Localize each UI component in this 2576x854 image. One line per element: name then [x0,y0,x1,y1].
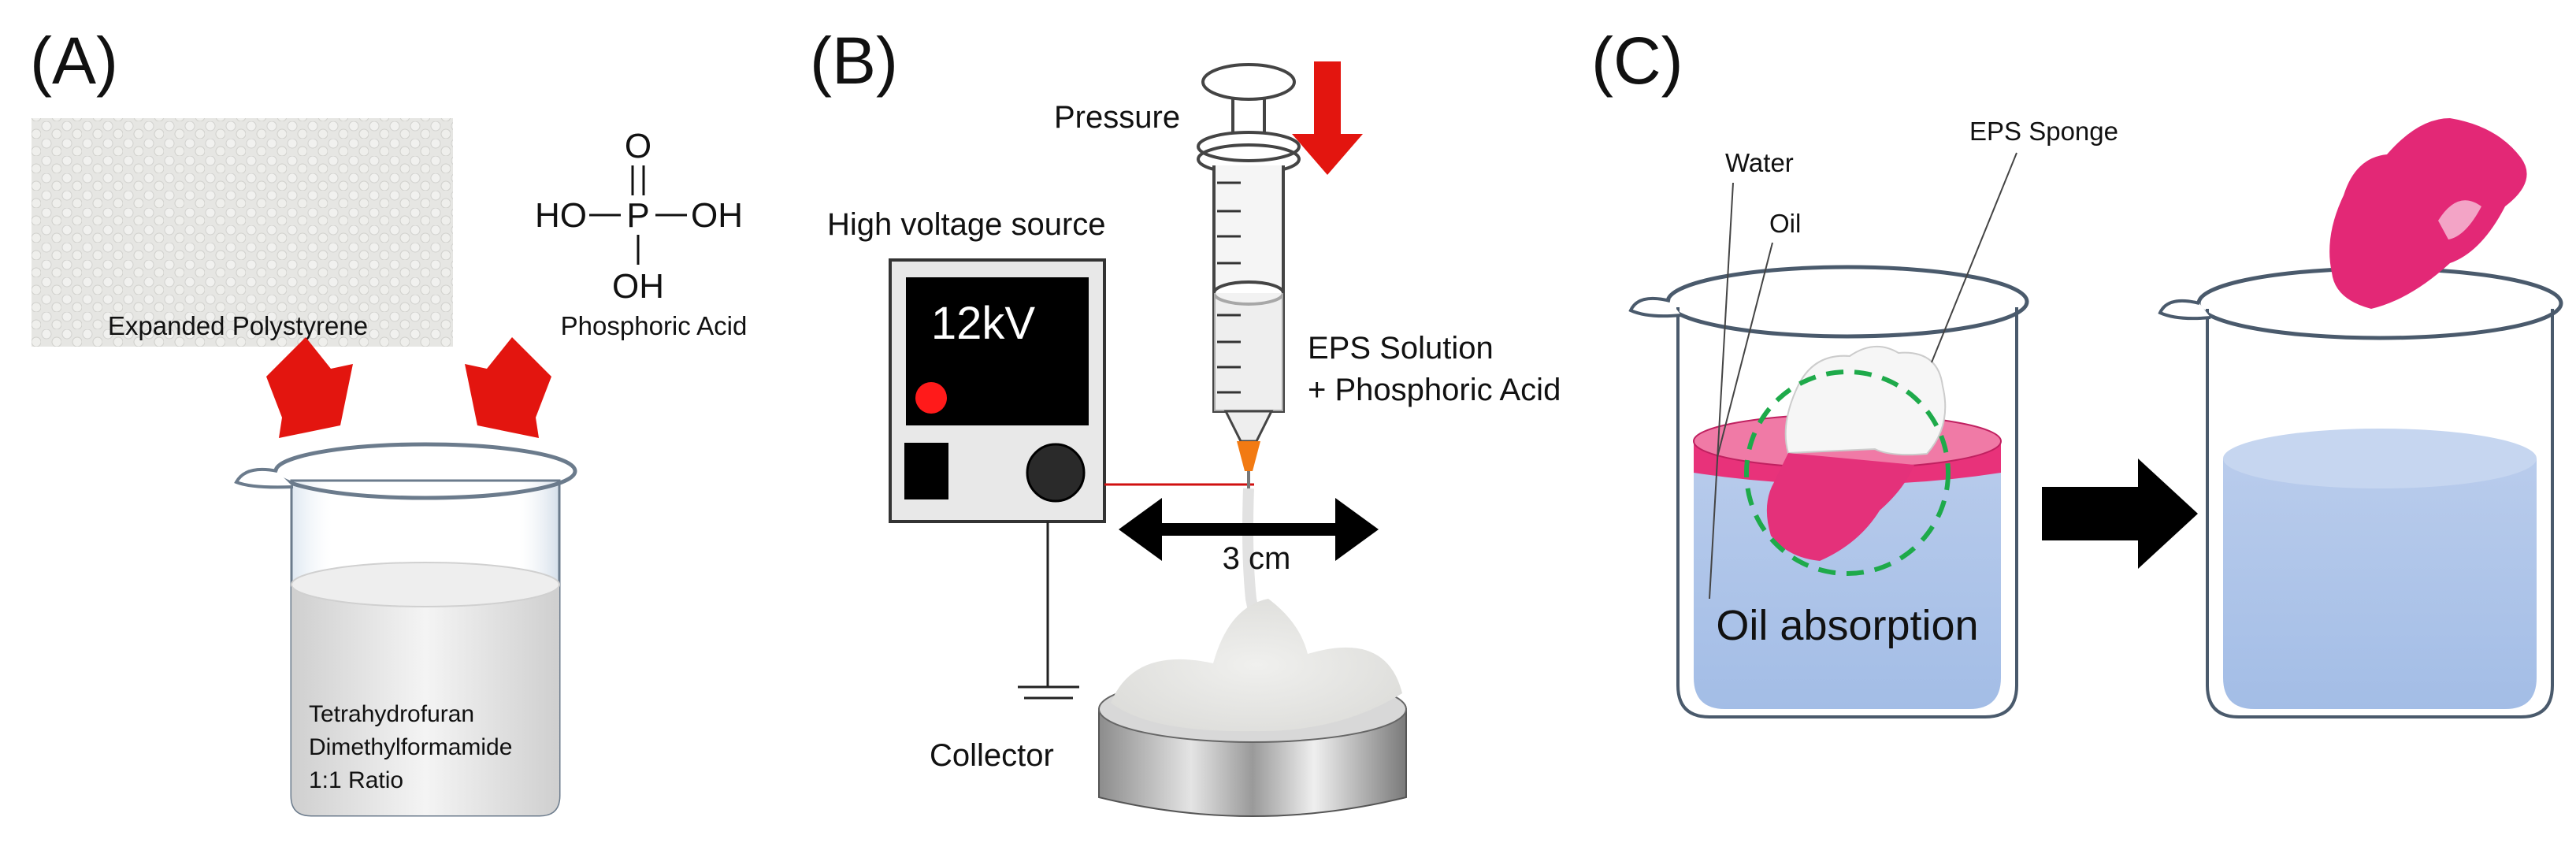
beaker-spout [234,467,294,489]
beaker-c1: Oil absorption [1628,152,2029,718]
liquid-surface [291,562,560,607]
formula-bottom-oh: OH [612,267,664,306]
pressure-label: Pressure [1054,100,1180,135]
arrow-right-icon [1335,498,1379,561]
panel-c: (C) Water Oil EPS Sponge Oil absorption [1591,24,2563,718]
phosphoric-acid-structure: O HO P OH OH [535,127,743,306]
acid-label: Phosphoric Acid [561,311,748,340]
syringe [1197,63,1301,488]
panel-b-label: (B) [810,24,898,98]
panel-c-label: (C) [1591,24,1683,98]
solution-label-1: EPS Solution [1308,331,1494,366]
indicator-light-icon [915,382,947,414]
process-arrow-icon [2042,459,2198,569]
solvent-line-3: 1:1 Ratio [309,767,403,793]
sponge-label: EPS Sponge [1969,117,2118,146]
beaker-glass [1676,307,2018,718]
pressure-arrow-icon [1292,61,1363,175]
solution-label-2: + Phosphoric Acid [1308,373,1561,407]
collector [1098,599,1407,817]
process-label: Oil absorption [1716,602,1978,649]
hv-knob-icon[interactable] [1026,443,1086,503]
fiber-mat [1111,599,1402,732]
water-surface [2223,429,2537,488]
panel-b: (B) Pressure High voltage source 12kV [810,24,1561,817]
water-label: Water [1725,148,1794,177]
eps-label: Expanded Polystyrene [108,311,368,340]
oil-soaked-sponge [2329,118,2527,309]
eps-solution [1214,293,1283,411]
syringe-tip [1223,410,1274,443]
distance-label: 3 cm [1223,541,1291,576]
red-arrow-icon [266,337,353,438]
solvent-line-1: Tetrahydrofuran [309,701,474,727]
panel-a-label: (A) [30,24,118,98]
oil-leader-line [1717,242,1773,458]
highlight-circle [1744,369,1951,576]
oil-label: Oil [1769,209,1801,238]
sponge-absorbed [1766,453,1914,561]
clean-water [2223,459,2537,709]
sponge-highlight [2438,200,2481,239]
eps-photo [32,118,453,347]
needle-hub [1237,441,1260,471]
formula-top-o: O [625,127,651,165]
formula-left-ho: HO [535,196,587,235]
distance-arrow [1119,498,1379,561]
hv-source: 12kV [889,258,1106,523]
beaker-spout [1628,297,1682,318]
water-leader-line [1709,182,1734,600]
beaker-rim [1665,265,2029,339]
voltage-readout: 12kV [931,298,1036,349]
collector-label: Collector [930,738,1054,773]
formula-center-p: P [626,196,649,235]
beaker-spout [2158,299,2211,321]
sponge-leader-line [1931,152,2017,363]
hv-label: High voltage source [827,207,1106,242]
solvent-liquid [291,572,559,815]
eps-sponge [1784,345,1947,456]
red-arrow-icon [465,337,551,438]
arrow-left-icon [1119,498,1162,561]
beaker-glass [2206,309,2554,718]
formula-right-oh: OH [691,196,743,235]
beaker-a: Tetrahydrofuran Dimethylformamide 1:1 Ra… [234,442,577,817]
hv-switch[interactable] [904,443,948,499]
beaker-c2 [2158,118,2563,718]
solvent-line-2: Dimethylformamide [309,734,512,760]
panel-a: (A) Expanded Polystyrene O HO P OH OH Ph… [30,24,748,817]
plunger-head [1201,63,1296,101]
